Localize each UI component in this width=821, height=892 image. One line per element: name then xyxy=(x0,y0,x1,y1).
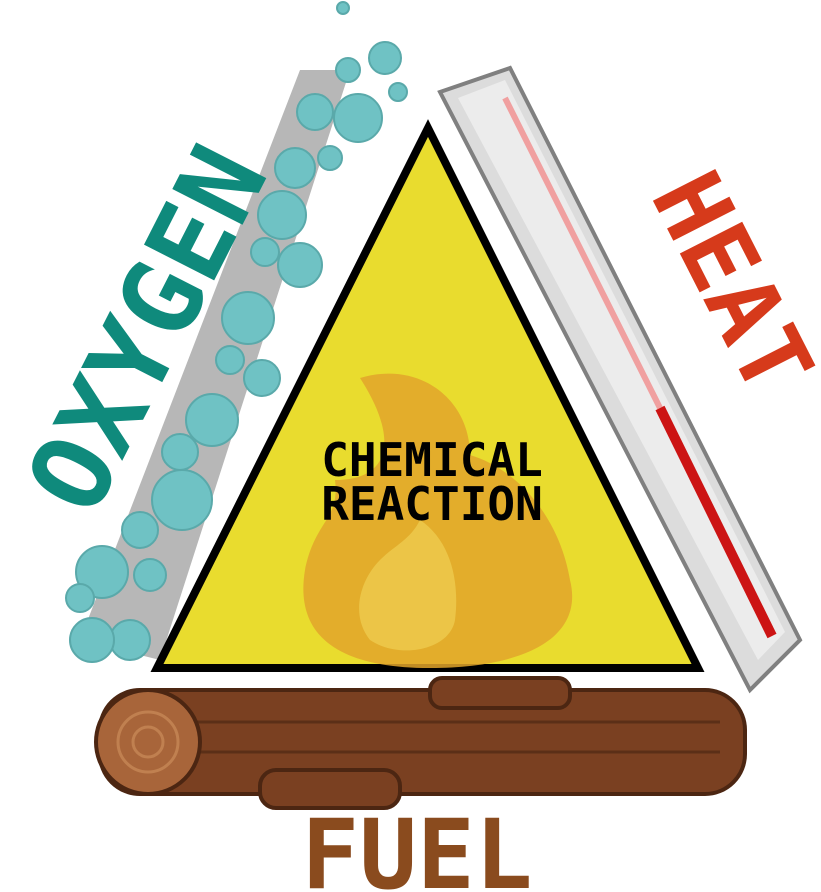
center-label-line1: CHEMICAL xyxy=(321,433,543,487)
fuel-label: FUEL xyxy=(301,799,532,892)
log-icon xyxy=(94,676,747,810)
center-label-line2: REACTION xyxy=(321,477,543,531)
bubbles-icon xyxy=(65,1,408,663)
flame-icon xyxy=(303,373,573,668)
thermometer-icon xyxy=(437,65,803,694)
